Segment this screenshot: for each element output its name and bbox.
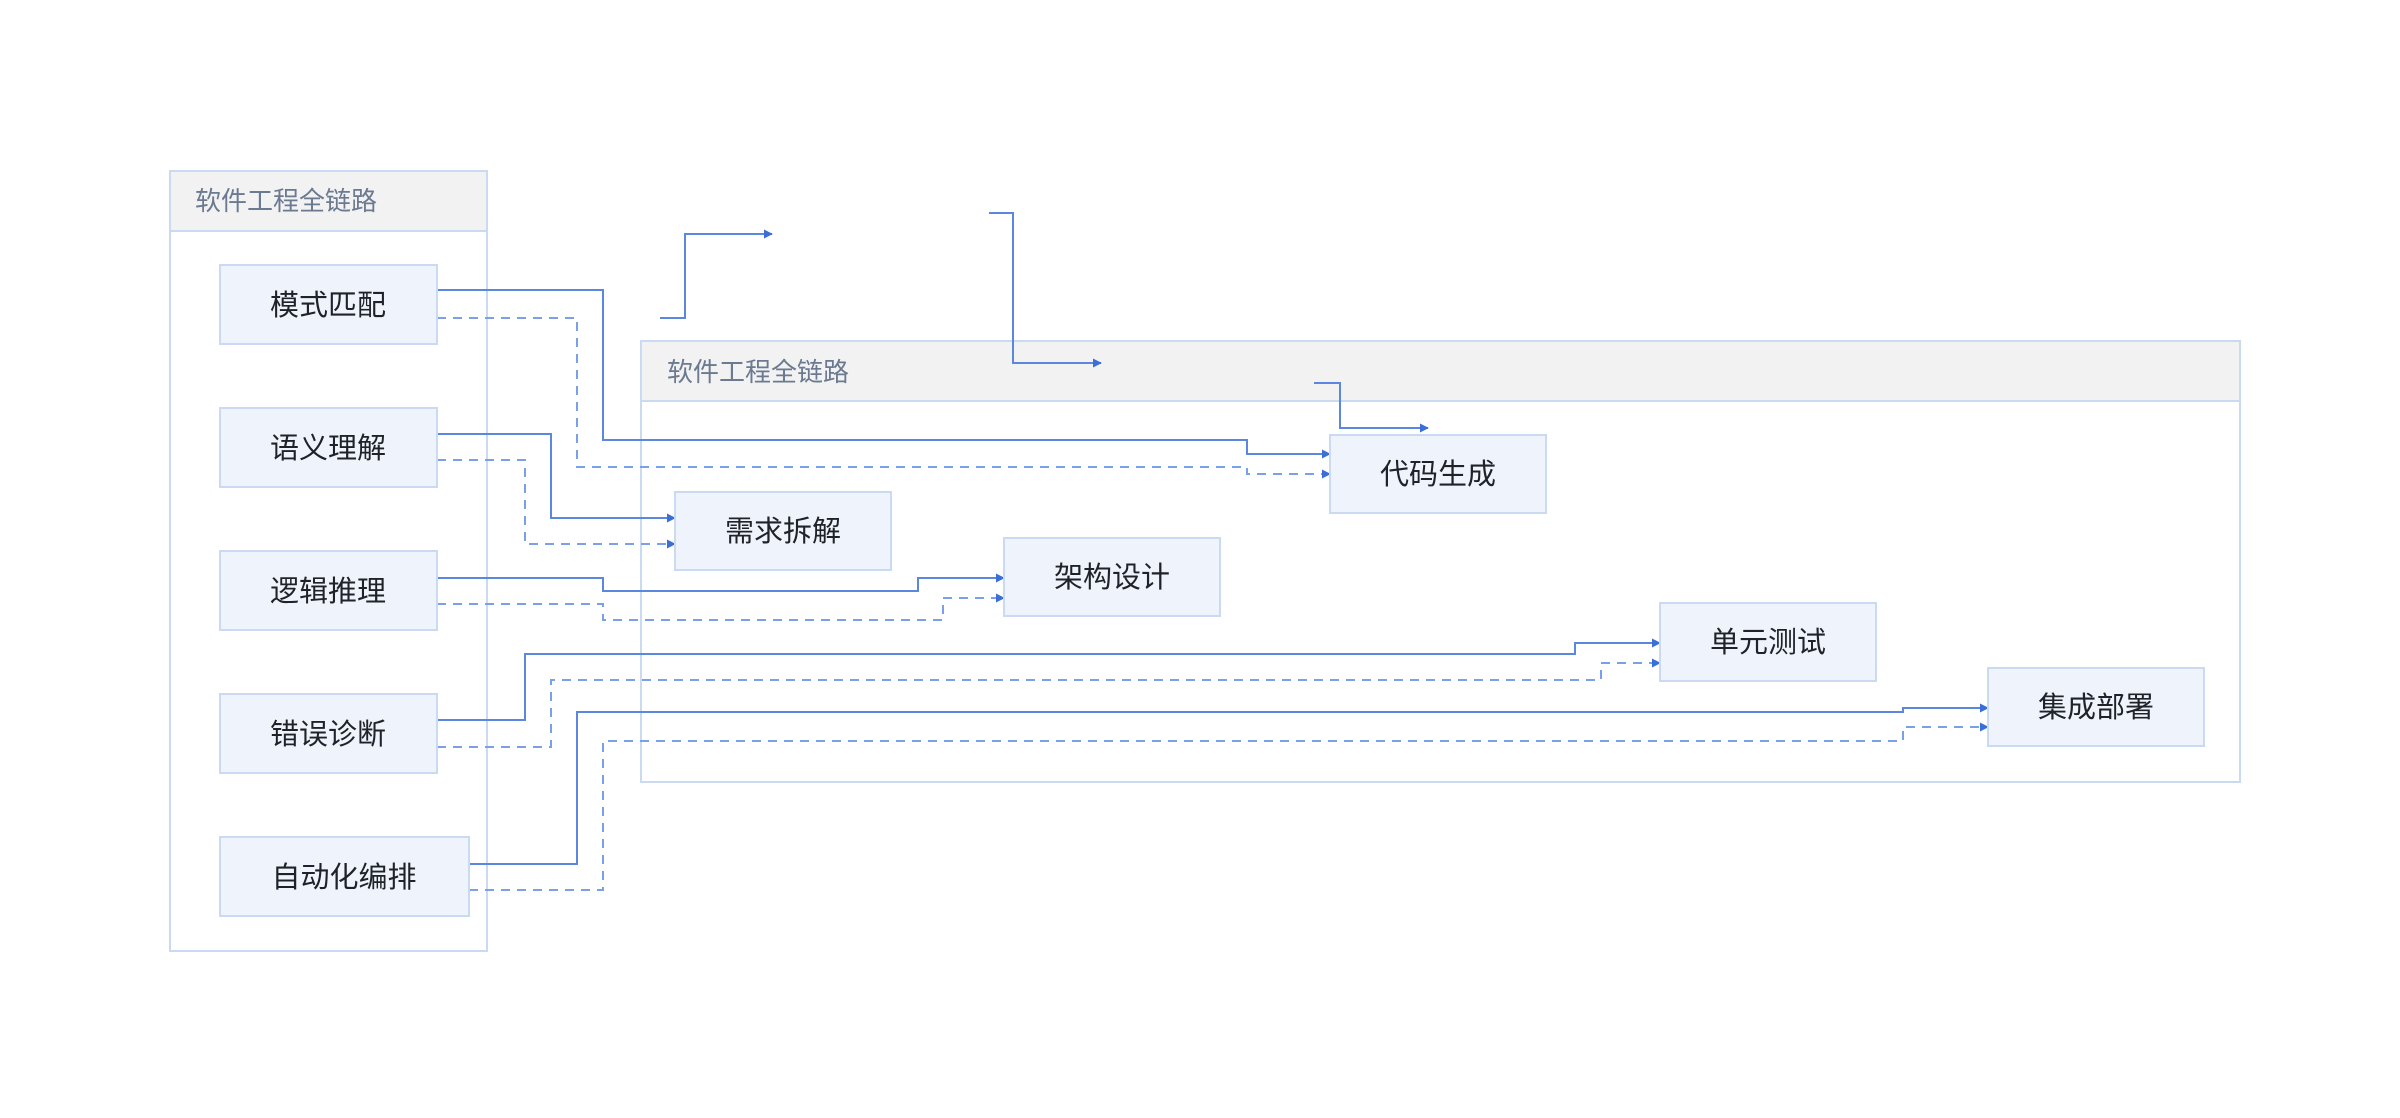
node-box xyxy=(674,491,892,571)
edge-fragment-2 xyxy=(989,212,1102,368)
edge-pattern-codegen-dashed xyxy=(437,317,1331,479)
node-label: 模式匹配 xyxy=(270,288,386,322)
edge-fragment-1 xyxy=(660,229,773,319)
node-box xyxy=(219,407,438,488)
node-label: 逻辑推理 xyxy=(270,574,386,608)
node-box xyxy=(219,550,438,631)
node-label: 集成部署 xyxy=(2038,690,2154,724)
node-label: 架构设计 xyxy=(1054,560,1170,594)
edge-diagnosis-unittest-dashed xyxy=(437,658,1661,748)
node-label: 语义理解 xyxy=(270,431,386,465)
edge-logic-architecture-dashed xyxy=(437,593,1005,621)
node-requirements-breakdown[interactable]: 需求拆解 xyxy=(674,491,892,571)
node-integration-deployment[interactable]: 集成部署 xyxy=(1987,667,2205,747)
edge-pattern-codegen xyxy=(437,289,1331,459)
node-label: 错误诊断 xyxy=(270,717,386,751)
edge-semantic-requirements xyxy=(437,433,676,523)
group-stages: 软件工程全链路 xyxy=(640,340,2241,783)
edge-diagnosis-unittest xyxy=(437,638,1661,721)
edge-semantic-requirements-dashed xyxy=(437,459,676,549)
node-automation-orchestration[interactable]: 自动化编排 xyxy=(219,836,470,917)
node-code-generation[interactable]: 代码生成 xyxy=(1329,434,1547,514)
node-label: 自动化编排 xyxy=(271,860,416,894)
group-title-left: 软件工程全链路 xyxy=(195,187,377,217)
node-architecture-design[interactable]: 架构设计 xyxy=(1003,537,1221,617)
node-box xyxy=(1329,434,1547,514)
node-unit-testing[interactable]: 单元测试 xyxy=(1659,602,1877,682)
node-semantic-understanding[interactable]: 语义理解 xyxy=(219,407,438,488)
node-error-diagnosis[interactable]: 错误诊断 xyxy=(219,693,438,774)
node-label: 单元测试 xyxy=(1710,625,1826,659)
node-box xyxy=(1003,537,1221,617)
node-logic-reasoning[interactable]: 逻辑推理 xyxy=(219,550,438,631)
node-box xyxy=(219,836,470,917)
node-pattern-matching[interactable]: 模式匹配 xyxy=(219,264,438,345)
group-title-right: 软件工程全链路 xyxy=(667,358,849,388)
edge-orchestration-deploy xyxy=(469,703,1989,865)
edge-orchestration-deploy-dashed xyxy=(469,722,1989,891)
node-box xyxy=(1659,602,1877,682)
node-box xyxy=(1987,667,2205,747)
edge-fragment-3 xyxy=(1314,382,1429,433)
node-box xyxy=(219,693,438,774)
node-box xyxy=(219,264,438,345)
node-label: 代码生成 xyxy=(1380,457,1496,491)
group-header xyxy=(640,340,2241,402)
edge-logic-architecture xyxy=(437,573,1005,592)
edges xyxy=(437,212,1989,891)
node-label: 需求拆解 xyxy=(725,514,841,548)
group-header xyxy=(169,170,488,232)
